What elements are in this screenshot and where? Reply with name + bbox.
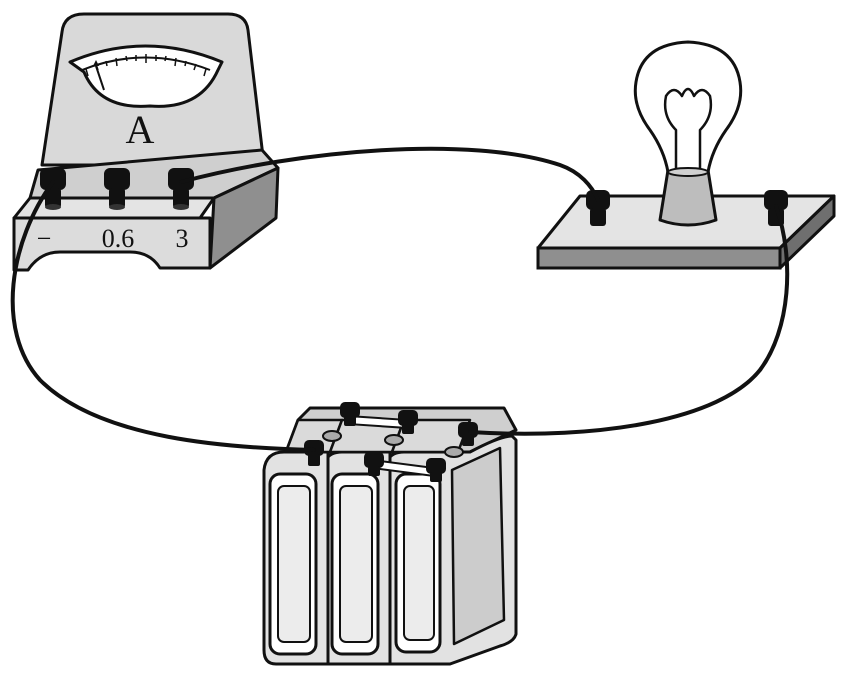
battery-cell-3 (386, 434, 518, 666)
battery-cell-1 (262, 450, 330, 666)
ammeter-terminal-0-6[interactable] (104, 168, 130, 210)
battery-pack (262, 402, 518, 666)
battery-cell-2 (324, 450, 392, 666)
wire-ammeter-to-lamp[interactable] (179, 146, 600, 202)
terminal-label-0-6: 0.6 (102, 224, 135, 253)
wire-ammeter-to-battery[interactable] (10, 180, 316, 452)
ammeter-symbol: A (126, 107, 155, 152)
ammeter-needle (95, 65, 105, 91)
bulb-socket (658, 168, 718, 227)
ammeter-dial (68, 44, 224, 108)
battery-terminal-2 (340, 402, 360, 426)
battery-terminal-4 (364, 452, 384, 476)
ammeter: A − 0.6 3 (12, 12, 280, 272)
ammeter-terminal-negative[interactable] (40, 168, 66, 210)
terminal-label-3: 3 (176, 224, 189, 253)
wires (10, 146, 790, 452)
filament (663, 87, 713, 168)
battery-terminal-3 (398, 410, 418, 434)
light-bulb-icon (633, 40, 743, 174)
wire-lamp-to-battery[interactable] (468, 204, 790, 436)
battery-terminal-5 (426, 458, 446, 482)
terminal-label-negative: − (37, 224, 52, 253)
ammeter-terminal-3[interactable] (168, 168, 194, 210)
lamp-holder (536, 40, 836, 270)
